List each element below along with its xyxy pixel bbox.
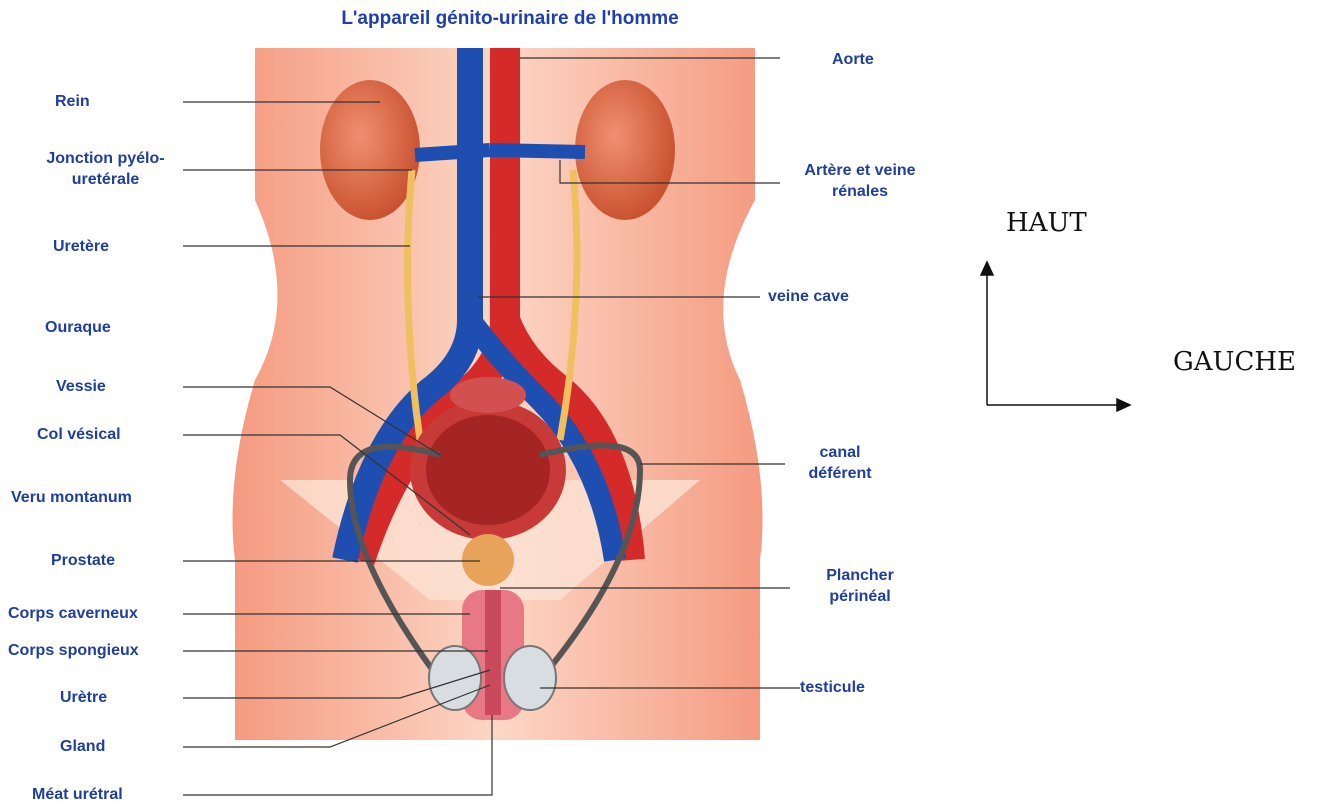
orientation-side-label: GAUCHE [1173,347,1296,377]
renal-vessels-right [490,150,585,152]
label-prostate: Prostate [51,550,115,571]
label-vessie: Vessie [56,376,106,397]
arrowhead-left [1117,399,1130,411]
label-ouraque: Ouraque [45,317,111,338]
kidney-left [320,80,420,220]
urethra-channel [485,590,501,715]
label-veine-cave: veine cave [768,286,849,307]
label-gland: Gland [60,736,105,757]
kidney-right [575,80,675,220]
label-arteres-renales: Artère et veine rénales [790,160,930,202]
label-testicule: testicule [800,677,865,698]
label-meat-uretral: Méat urétral [32,784,123,805]
testicle-right [504,646,556,710]
testicle-left [429,646,481,710]
orientation-axes [981,262,1130,411]
label-uretre: Urètre [60,687,107,708]
orientation-up-label: HAUT [1006,208,1087,238]
renal-vessels-left [415,150,490,155]
label-rein: Rein [55,91,90,112]
label-canal-deferent: canal déférent [795,442,885,484]
label-corps-caverneux: Corps caverneux [8,603,138,624]
label-plancher-perineal: Plancher périnéal [805,565,915,607]
label-corps-spongieux: Corps spongieux [8,640,139,661]
bladder-dome [450,377,526,413]
label-uretere: Uretère [53,236,109,257]
bladder-inner [426,415,550,525]
label-jonction: Jonction pyélo-uretérale [38,148,173,190]
arrowhead-up [981,262,993,275]
label-aorte: Aorte [832,49,874,70]
prostate [462,534,514,586]
label-veru-montanum: Veru montanum [11,487,132,508]
label-col-vesical: Col vésical [37,424,121,445]
